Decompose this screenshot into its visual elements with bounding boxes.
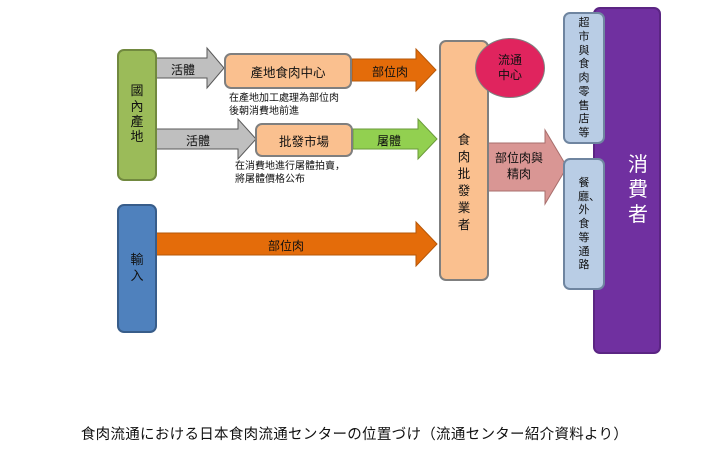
arrow-live-animal-2 — [151, 117, 257, 161]
distribution-center-circle: 流通中心 — [475, 38, 545, 98]
arrow-live-animal-1 — [151, 46, 225, 90]
origin-meat-center-box: 產地食肉中心 — [224, 53, 352, 89]
arrow-carcass — [352, 117, 438, 161]
market-note-line-2: 將屠體價格公布 — [235, 174, 305, 185]
arrow-cuts-2 — [153, 220, 438, 268]
domestic-origin-box: 國內產地 — [117, 49, 157, 181]
consumer-label-wrap: 消費者 — [617, 149, 659, 229]
origin-meat-center-label: 產地食肉中心 — [250, 64, 326, 80]
supermarket-retail-box: 超市與食肉零售店等 — [563, 12, 605, 144]
meat-center-note: 在產地加工處理為部位肉 後朝消費地前進 — [229, 92, 339, 118]
supermarket-retail-label: 超市與食肉零售店等 — [578, 16, 590, 140]
distribution-center-label: 流通中心 — [497, 53, 522, 82]
meat-wholesaler-label-wrap: 食肉批發業者 — [441, 108, 487, 258]
market-note: 在消費地進行屠體拍賣， 將屠體價格公布 — [235, 160, 345, 186]
label-cuts-and-lean: 部位肉與精肉 — [491, 150, 547, 182]
market-note-line-1: 在消費地進行屠體拍賣， — [235, 161, 345, 172]
wholesale-market-box: 批發市場 — [255, 123, 353, 157]
label-live-animal-2: 活體 — [186, 134, 211, 148]
meat-wholesaler-label: 食肉批發業者 — [457, 132, 471, 232]
domestic-origin-label: 國內產地 — [130, 84, 144, 146]
wholesale-market-label: 批發市場 — [278, 133, 329, 149]
label-live-animal-1: 活體 — [171, 63, 196, 77]
imports-box: 輸入 — [117, 204, 157, 333]
meat-center-note-line-2: 後朝消費地前進 — [229, 106, 299, 117]
arrow-cuts-1 — [351, 47, 437, 93]
consumer-label: 消費者 — [628, 151, 648, 226]
label-carcass: 屠體 — [377, 134, 402, 148]
figure-caption: 食肉流通における日本食肉流通センターの位置づけ（流通センター紹介資料より） — [80, 427, 629, 443]
restaurant-foodservice-box: 餐廳、外食等通路 — [563, 158, 605, 290]
arrow-cuts-and-lean — [483, 128, 568, 206]
imports-label: 輸入 — [130, 253, 144, 284]
label-cuts-and-lean-text: 部位肉與精肉 — [494, 151, 543, 181]
label-cuts-2: 部位肉 — [268, 239, 305, 253]
restaurant-foodservice-label: 餐廳、外食等通路 — [578, 175, 600, 272]
meat-center-note-line-1: 在產地加工處理為部位肉 — [229, 93, 339, 104]
label-cuts-1: 部位肉 — [372, 65, 409, 79]
